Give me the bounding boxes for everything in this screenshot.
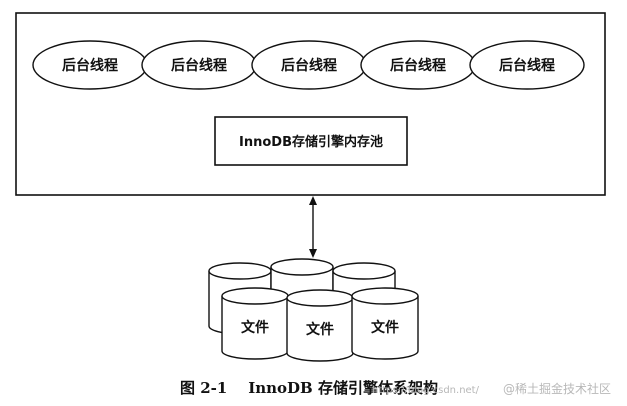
thread-label: 后台线程 [62, 57, 118, 74]
watermark-brand: @稀土掘金技术社区 [503, 381, 611, 396]
double-arrow-connector [309, 196, 317, 258]
file-label: 文件 [306, 321, 334, 338]
thread-label: 后台线程 [281, 57, 337, 74]
thread-label: 后台线程 [171, 57, 227, 74]
file-label: 文件 [241, 319, 269, 336]
arrow-head-down [309, 249, 317, 258]
background-thread-2: 后台线程 [141, 40, 257, 90]
background-thread-5: 后台线程 [469, 40, 585, 90]
arrow-head-up [309, 196, 317, 205]
innodb-engine-container [15, 12, 606, 196]
thread-label: 后台线程 [390, 57, 446, 74]
figure-caption: 图 2-1 InnoDB 存储引擎体系架构 [180, 379, 438, 397]
file-cylinder-2: 文件 [286, 289, 354, 362]
data-files: 文件 文件 文件 [208, 258, 419, 362]
background-thread-1: 后台线程 [32, 40, 148, 90]
buffer-pool-box [214, 116, 408, 166]
file-cylinder-1: 文件 [221, 287, 289, 360]
file-cylinder-3: 文件 [351, 287, 419, 360]
watermark-url: https://blog.csdn.net/ [372, 385, 480, 396]
background-thread-4: 后台线程 [360, 40, 476, 90]
thread-label: 后台线程 [499, 57, 555, 74]
background-threads: 后台线程 后台线程 后台线程 后台线程 后台线程 [32, 40, 585, 90]
thread-ellipse [469, 40, 585, 90]
innodb-buffer-pool: InnoDB存储引擎内存池 [214, 116, 408, 166]
background-thread-3: 后台线程 [251, 40, 367, 90]
file-label: 文件 [371, 319, 399, 336]
buffer-pool-label: InnoDB存储引擎内存池 [239, 134, 383, 150]
